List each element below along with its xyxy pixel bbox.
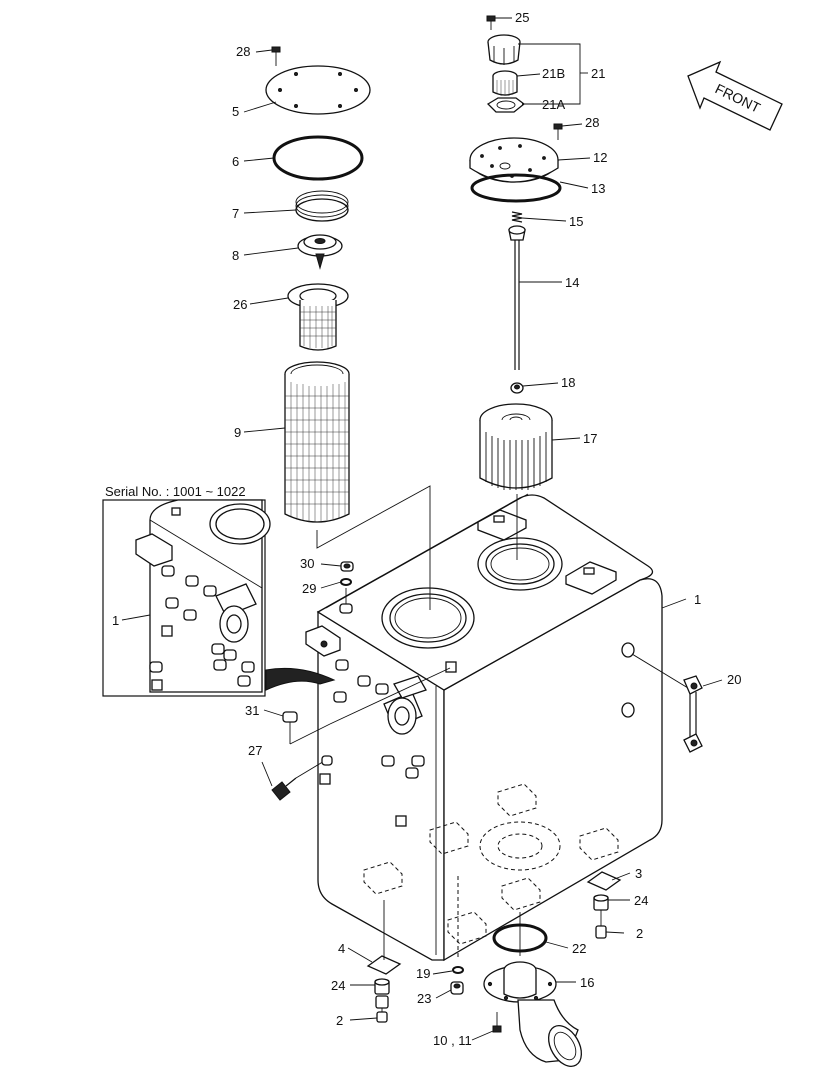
callout-6: 6 [232,154,239,169]
callout-5: 5 [232,104,239,119]
callout-22: 22 [572,941,586,956]
callout-7: 7 [232,206,239,221]
tank-bottom-hidden-features [363,783,619,960]
part-16-suction-pipe [483,961,583,1067]
callout-21b: 21B [542,66,565,81]
callout-29: 29 [302,581,316,596]
part-26-strainer [287,283,349,351]
part-21b-element [492,70,518,96]
callout-12: 12 [593,150,607,165]
tank-front-bosses [319,659,457,827]
callout-3: 3 [635,866,642,881]
part-10-11-bolt [492,1012,502,1033]
callout-2-right: 2 [636,926,643,941]
callout-19: 19 [416,966,430,981]
part-9-filter-element [284,361,350,523]
callout-labels: 28 5 6 7 8 26 9 25 21B 21 21A 28 12 13 1… [232,10,741,1048]
tank-top-return-port [477,537,563,591]
part-19-seal [452,966,464,974]
part-3-shim [586,871,622,891]
part-24-mount-right [593,894,609,911]
callout-15: 15 [569,214,583,229]
serial-inset-box [102,499,336,697]
part-6-o-ring [272,135,364,181]
callout-25: 25 [515,10,529,25]
inset-callout-1: 1 [112,613,119,628]
callout-16: 16 [580,975,594,990]
callout-26: 26 [233,297,247,312]
filter-assembly-line [316,485,431,610]
part-21-bracket-line [518,43,581,105]
tank-front-bracket [305,625,341,657]
part-25-bolt [486,15,496,30]
callout-leader-lines [121,17,723,1041]
part-13-o-ring [470,173,562,203]
part-27-sensor [271,755,333,801]
part-2-bolt-left [376,1008,388,1023]
callout-24-left: 24 [331,978,345,993]
part-28-bolt-right [553,123,563,140]
inset-serial-title: Serial No. : 1001 ~ 1022 [105,484,246,499]
callout-24-right: 24 [634,893,648,908]
part-31-plug [282,667,451,745]
part-23-plug [450,981,464,995]
part-7-spring [295,190,349,222]
part-30-plug [340,561,354,572]
callout-2-left: 2 [336,1013,343,1028]
tank-top-cover-plates [477,509,617,595]
callout-9: 9 [234,425,241,440]
callout-17: 17 [583,431,597,446]
callout-18: 18 [561,375,575,390]
callout-21a: 21A [542,97,565,112]
callout-4: 4 [338,941,345,956]
callout-27: 27 [248,743,262,758]
part-21-cap [487,34,521,65]
callout-28-left: 28 [236,44,250,59]
part-28-bolt-left [271,46,281,66]
part-21a-gasket [486,97,526,113]
tank-top-filter-port [381,587,475,649]
tank-side-bosses [621,642,635,718]
part-8-valve [297,234,343,270]
callout-8: 8 [232,248,239,263]
tank-suction-flange [383,675,427,735]
part-14-rod [508,225,526,370]
callout-14: 14 [565,275,579,290]
tank-plug-port [339,603,353,614]
part-15-spring [511,211,523,223]
callout-31: 31 [245,703,259,718]
callout-30: 30 [300,556,314,571]
callout-13: 13 [591,181,605,196]
callout-20: 20 [727,672,741,687]
part-18-nut [510,382,524,394]
part-2-bolt-right [595,910,607,939]
part-5-cover [265,65,371,115]
callout-23: 23 [417,991,431,1006]
front-direction-arrow: FRONT [687,60,783,131]
part-17-filter-element [479,403,553,490]
callout-1-tank: 1 [694,592,701,607]
callout-28-right: 28 [585,115,599,130]
part-29-seal [340,578,352,586]
part-24-mount-left [374,978,390,1009]
part-20-level-gauge [631,653,703,753]
callout-10-11: 10 , 11 [433,1033,472,1048]
part-4-shim [366,900,402,975]
callout-21: 21 [591,66,605,81]
